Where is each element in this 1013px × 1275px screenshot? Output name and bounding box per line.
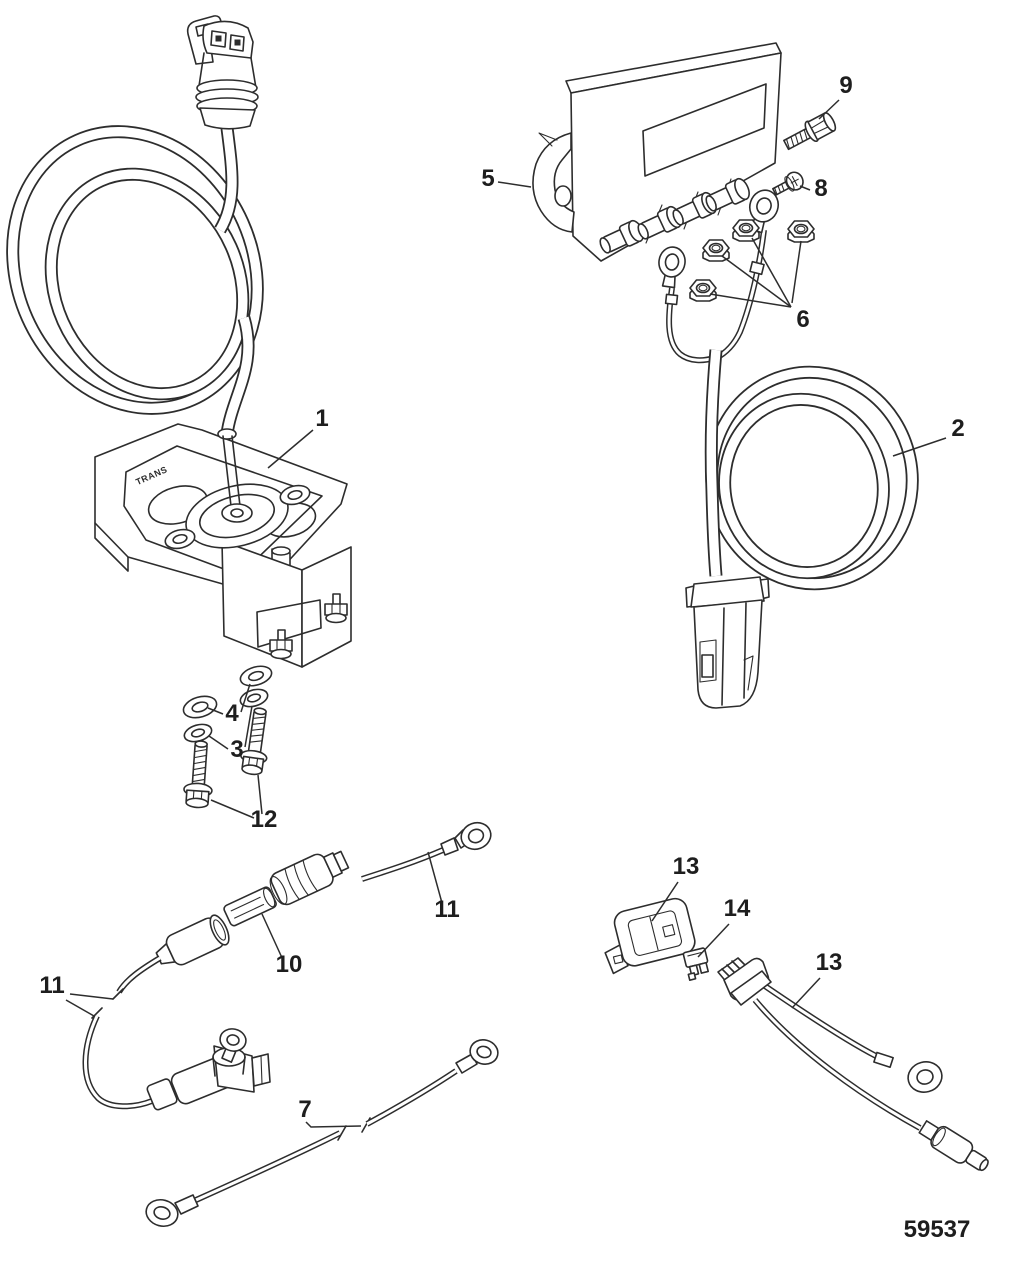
ring-terminal xyxy=(219,1028,247,1063)
callout-labels: 1 2 3 4 5 6 7 8 9 10 11 11 12 13 13 14 xyxy=(39,72,964,1123)
fuse-holder-body xyxy=(155,914,230,966)
fuse-10 xyxy=(223,886,277,927)
drawing-number: 59537 xyxy=(904,1216,971,1243)
bolt-12-right xyxy=(240,707,268,776)
jumper-harness-13 xyxy=(717,957,989,1172)
sensor-bracket-assembly: TRANS xyxy=(94,423,352,668)
bullet-terminal xyxy=(918,1120,989,1172)
callout-7: 7 xyxy=(298,1096,311,1123)
callout-14: 14 xyxy=(724,895,751,922)
callout-1: 1 xyxy=(315,405,328,432)
bolt-12-left xyxy=(183,740,213,809)
cover-13 xyxy=(604,897,696,975)
ring-terminal xyxy=(145,1198,179,1228)
callout-11-left: 11 xyxy=(39,972,64,999)
flange-bolt-9 xyxy=(783,112,837,151)
fuse-holder-lead-assembly xyxy=(82,821,492,1111)
control-module xyxy=(532,42,782,262)
callout-8: 8 xyxy=(814,175,827,202)
ring-terminal xyxy=(748,189,780,234)
sensor-cable-coil xyxy=(6,119,264,436)
callout-11-right: 11 xyxy=(434,896,459,923)
callout-13-right: 13 xyxy=(816,949,843,976)
callout-13-left: 13 xyxy=(673,853,700,880)
leader-lines xyxy=(65,99,947,1128)
terminal-stud xyxy=(672,191,717,226)
hex-nuts-6 xyxy=(689,219,815,302)
ring-terminal xyxy=(469,1039,499,1065)
weatherpack-connector xyxy=(685,576,770,709)
harness-connector-plug xyxy=(186,15,259,130)
ring-terminal xyxy=(658,246,686,289)
terminal-stud xyxy=(705,177,750,212)
callout-6: 6 xyxy=(796,306,809,333)
cable-coil-2 xyxy=(704,349,919,591)
screw-8 xyxy=(772,171,804,196)
ground-cable-7 xyxy=(145,1039,499,1228)
callout-5: 5 xyxy=(481,165,494,192)
callout-9: 9 xyxy=(839,72,852,99)
callout-10: 10 xyxy=(276,951,303,978)
fuse-holder-cap xyxy=(269,850,350,906)
ring-terminal xyxy=(907,1061,943,1093)
module-lead-wires xyxy=(658,189,780,364)
ring-terminal xyxy=(460,821,492,851)
callout-12: 12 xyxy=(251,806,278,833)
callout-4: 4 xyxy=(225,700,239,727)
callout-3: 3 xyxy=(230,736,243,763)
fuse-14 xyxy=(682,947,710,981)
callout-2: 2 xyxy=(951,415,964,442)
washers-and-bolts xyxy=(182,665,273,809)
